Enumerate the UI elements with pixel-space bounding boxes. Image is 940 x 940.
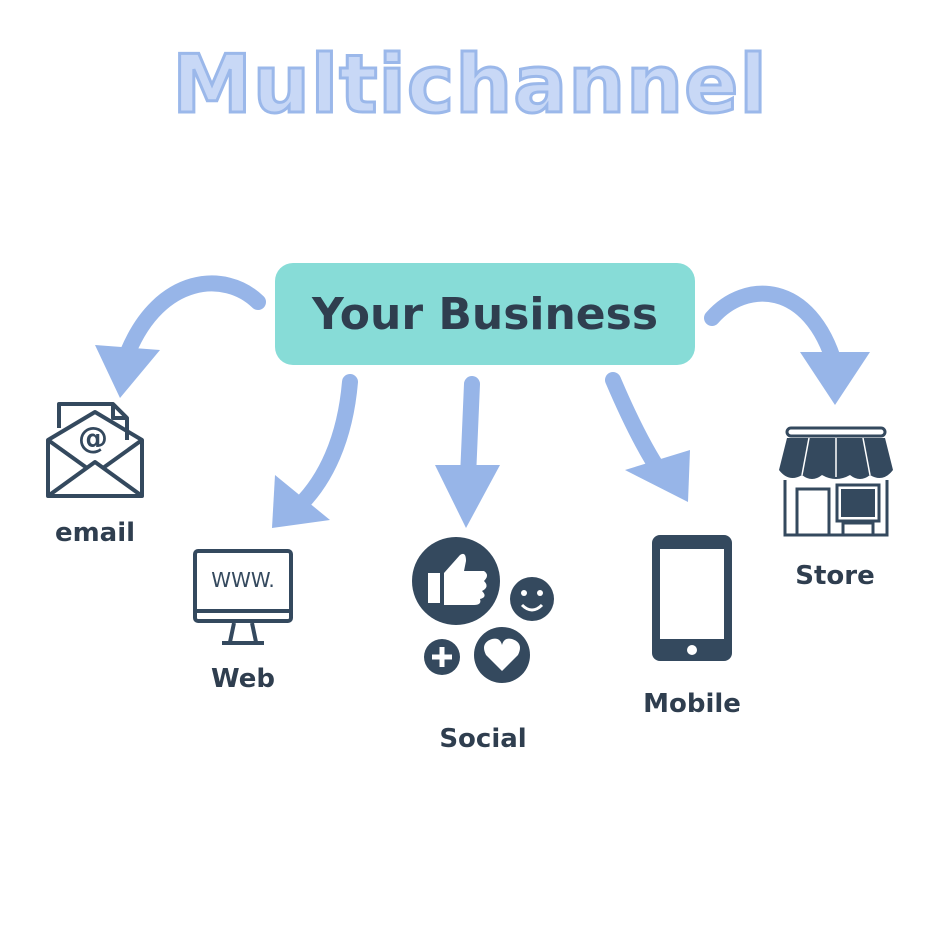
arrow-store xyxy=(704,285,843,373)
mobile-label: Mobile xyxy=(643,689,741,719)
arrow-email xyxy=(120,275,266,360)
svg-text:@: @ xyxy=(78,421,108,456)
arrowhead-email xyxy=(95,345,160,398)
arrowhead-mobile xyxy=(625,450,690,502)
email-icon: @ xyxy=(46,402,144,498)
arrow-web xyxy=(292,374,358,513)
title: Multichannel xyxy=(171,37,769,133)
arrowhead-store xyxy=(800,352,870,405)
arrowhead-social xyxy=(435,465,500,528)
web-monitor-icon xyxy=(193,549,293,645)
arrow-mobile xyxy=(605,372,670,483)
web-screen-text: WWW. xyxy=(211,568,275,592)
store-icon xyxy=(779,426,893,537)
email-label: email xyxy=(54,518,136,548)
arrowhead-web xyxy=(272,475,330,528)
social-label: Social xyxy=(439,724,527,754)
center-label: Your Business xyxy=(311,288,659,340)
mobile-phone-icon xyxy=(652,535,732,661)
your-business-box: Your Business xyxy=(275,263,695,365)
social-icon xyxy=(412,537,554,683)
web-label: Web xyxy=(211,664,275,694)
store-label: Store xyxy=(795,561,875,591)
